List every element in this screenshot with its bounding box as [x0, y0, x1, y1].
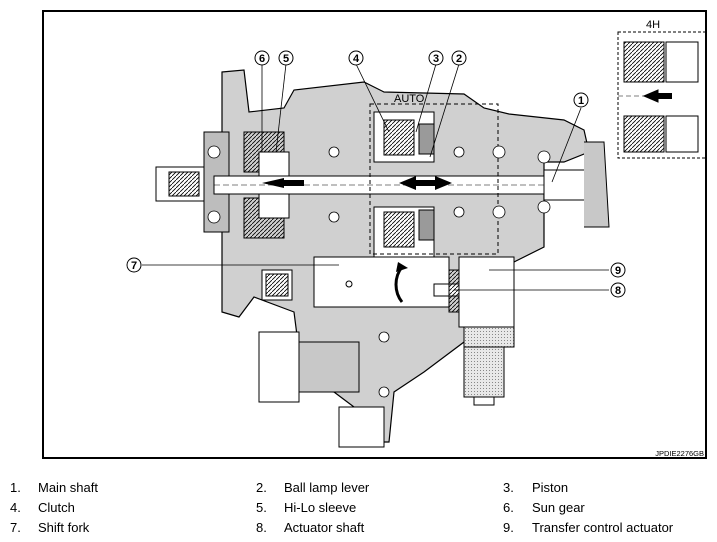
callout-5: 5: [278, 50, 294, 66]
rear-output: [258, 331, 385, 448]
svg-text:6: 6: [259, 53, 265, 65]
svg-text:3: 3: [433, 53, 439, 65]
svg-text:1: 1: [578, 95, 584, 107]
legend-row: 7. Shift fork 8. Actuator shaft 9. Trans…: [0, 518, 717, 538]
clutch-pack: [373, 111, 435, 258]
legend-number: 1.: [10, 480, 21, 495]
leader-lines: [142, 63, 609, 291]
legend-number: 2.: [256, 480, 267, 495]
transfer-control-actuator: [458, 256, 515, 406]
callout-3: 3: [428, 50, 444, 66]
legend-label: Main shaft: [38, 480, 98, 495]
svg-text:2: 2: [456, 53, 462, 65]
svg-text:8: 8: [615, 285, 621, 297]
legend-label: Transfer control actuator: [532, 520, 674, 535]
legend-label: Hi-Lo sleeve: [284, 500, 357, 515]
svg-text:7: 7: [131, 260, 137, 272]
callout-7: 7: [126, 257, 142, 273]
legend-number: 6.: [503, 500, 514, 515]
diagram-frame: 1 2 3 4 5 6 7 8 9 AUTO 4H JPDIE2276GB: [42, 10, 707, 459]
legend-row: 4. Clutch 5. Hi-Lo sleeve 6. Sun gear: [0, 498, 717, 518]
transfer-cross-section: 1 2 3 4 5 6 7 8 9 AUTO 4H JPDIE2276GB: [126, 19, 705, 458]
auto-region-outline: [369, 103, 499, 255]
legend-row: 1. Main shaft 2. Ball lamp lever 3. Pist…: [0, 478, 717, 498]
legend-label: Piston: [532, 480, 569, 495]
svg-text:4: 4: [353, 53, 360, 65]
bearings: [207, 145, 551, 398]
legend-number: 5.: [256, 500, 267, 515]
legend-label: Ball lamp lever: [284, 480, 370, 495]
callout-6: 6: [254, 50, 270, 66]
svg-text:5: 5: [283, 53, 289, 65]
legend-number: 4.: [10, 500, 21, 515]
callout-8: 8: [610, 282, 626, 298]
legend-label: Shift fork: [38, 520, 90, 535]
four-h-mode-label: 4H: [646, 19, 660, 31]
parts-legend: 1. Main shaft 2. Ball lamp lever 3. Pist…: [0, 470, 717, 542]
legend-label: Clutch: [38, 500, 75, 515]
legend-label: Actuator shaft: [284, 520, 365, 535]
legend-label: Sun gear: [532, 500, 585, 515]
svg-text:9: 9: [615, 265, 621, 277]
callout-9: 9: [610, 262, 626, 278]
callout-1: 1: [573, 92, 589, 108]
planetary-gear-set: [243, 131, 290, 239]
figure-code: JPDIE2276GB: [655, 449, 704, 458]
auto-mode-label: AUTO: [394, 93, 425, 105]
legend-number: 3.: [503, 480, 514, 495]
callout-4: 4: [348, 50, 364, 66]
legend-number: 9.: [503, 520, 514, 535]
legend-number: 7.: [10, 520, 21, 535]
flow-arrows: [262, 176, 452, 303]
four-h-inset: [617, 31, 705, 159]
legend-number: 8.: [256, 520, 267, 535]
callout-2: 2: [451, 50, 467, 66]
